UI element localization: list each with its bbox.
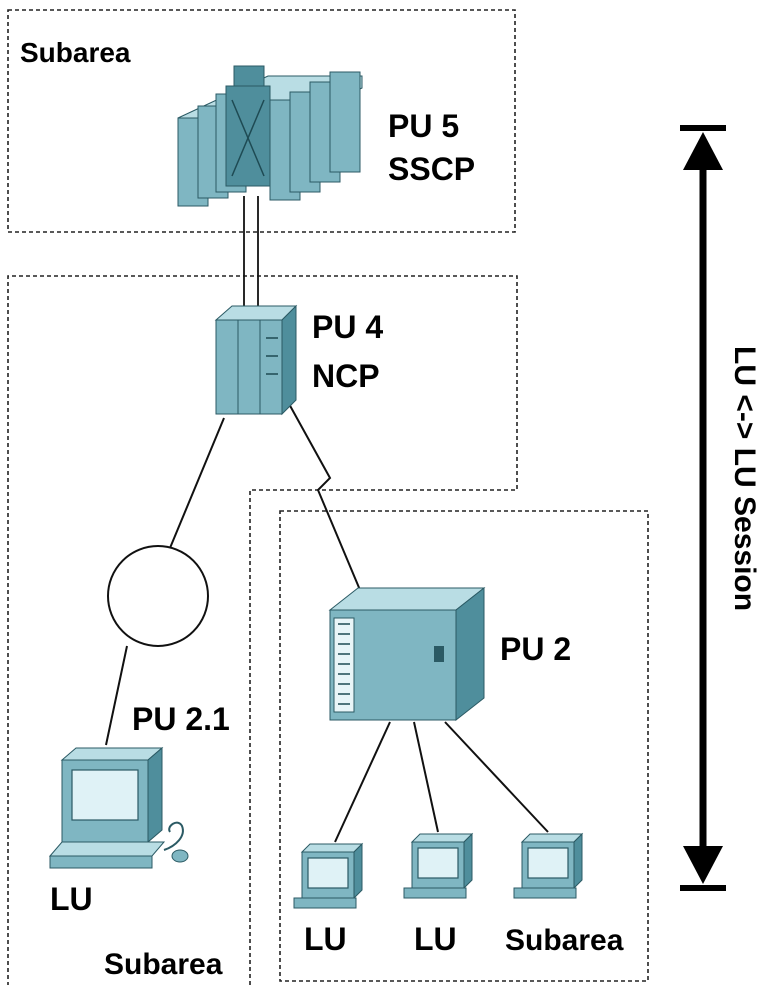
terminal-icon bbox=[403, 832, 474, 899]
lu-left-label: LU bbox=[50, 881, 93, 917]
inner-subarea-box bbox=[279, 510, 649, 982]
pu2-terminal2-link bbox=[413, 721, 439, 833]
session-label: LU <-> LU Session bbox=[728, 346, 761, 611]
terminal-icon bbox=[293, 842, 364, 909]
top-subarea-box bbox=[7, 9, 516, 233]
sscp-label: SSCP bbox=[388, 151, 475, 187]
top-subarea-label: Subarea bbox=[20, 37, 131, 68]
links bbox=[105, 196, 549, 843]
ncp-ring-link bbox=[169, 417, 225, 549]
double-arrow-icon bbox=[680, 125, 726, 891]
lu-mid1-label: LU bbox=[304, 921, 347, 957]
pu21-label: PU 2.1 bbox=[132, 701, 230, 737]
pu2-terminal1-link bbox=[334, 721, 391, 843]
ncp-label: NCP bbox=[312, 358, 380, 394]
fep-icon bbox=[214, 304, 298, 416]
subarea-right-label: Subarea bbox=[505, 924, 624, 957]
ncp-pu2-link bbox=[287, 401, 361, 591]
cluster-controller-icon bbox=[328, 586, 486, 722]
lu-mid2-label: LU bbox=[414, 921, 457, 957]
middle-subarea-box bbox=[7, 275, 518, 985]
bottom-subarea-label: Subarea bbox=[104, 948, 223, 981]
pu5-label: PU 5 bbox=[388, 108, 459, 144]
pu4-label: PU 4 bbox=[312, 309, 383, 345]
pu2-label: PU 2 bbox=[500, 631, 571, 667]
mainframe-icon bbox=[177, 65, 363, 207]
ring-workstation-link bbox=[105, 645, 128, 746]
workstation-icon bbox=[48, 746, 189, 869]
terminal-icon bbox=[513, 832, 584, 899]
token-ring-icon bbox=[107, 545, 209, 647]
pu2-terminal3-link bbox=[444, 721, 549, 833]
